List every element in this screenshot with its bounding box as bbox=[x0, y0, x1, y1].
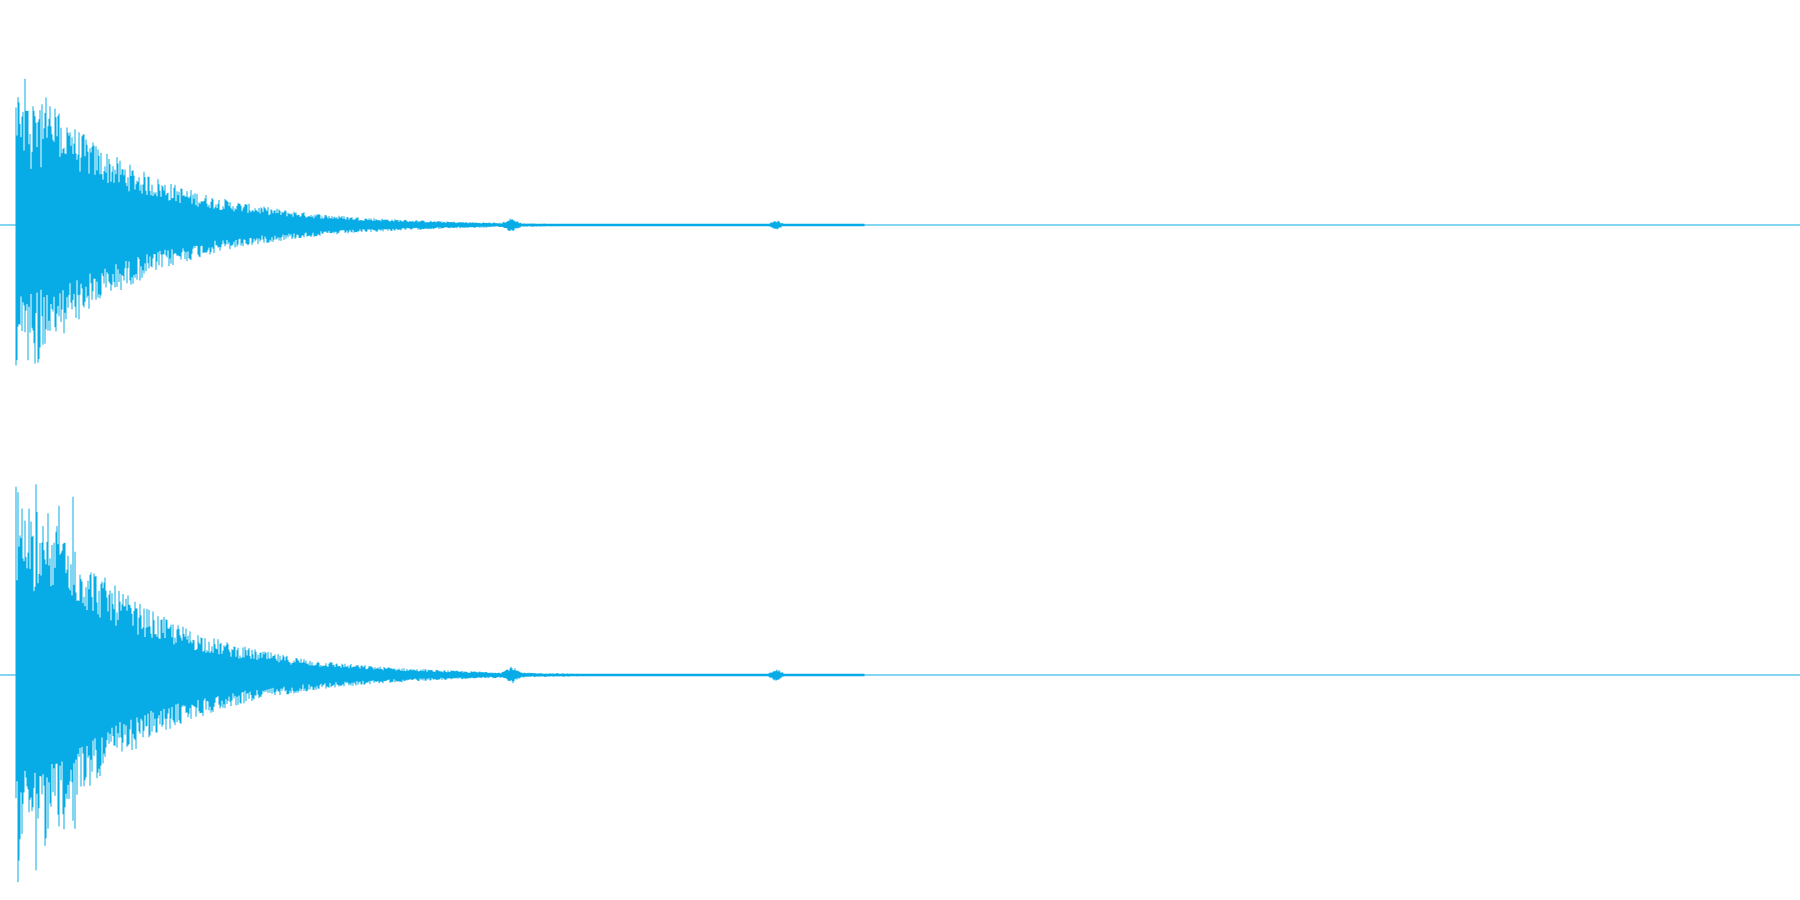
channel-right-signal bbox=[15, 484, 865, 883]
channel-right-waveform bbox=[0, 484, 1800, 883]
channel-left-waveform bbox=[0, 78, 1800, 366]
channel-left-signal bbox=[15, 78, 865, 366]
